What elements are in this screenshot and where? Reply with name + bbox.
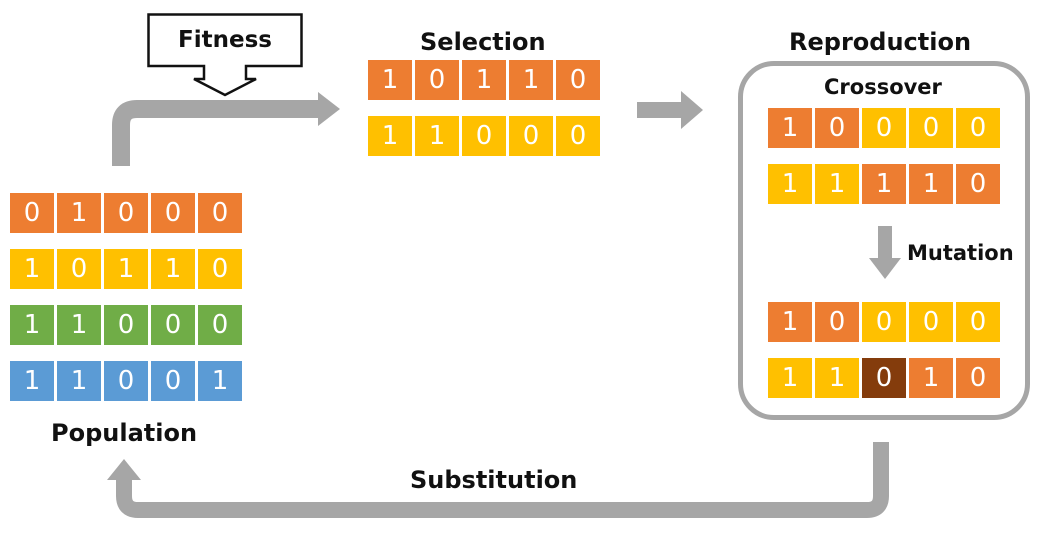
gene-cell: 1 <box>57 361 101 401</box>
reproduction-label: Reproduction <box>789 28 972 56</box>
gene-cell: 0 <box>956 302 1000 342</box>
gene-cell: 1 <box>815 358 859 398</box>
gene-cell: 1 <box>10 249 54 289</box>
gene-cell: 0 <box>862 302 906 342</box>
gene-cell: 1 <box>57 193 101 233</box>
population-label: Population <box>51 419 198 447</box>
gene-cell: 0 <box>151 305 195 345</box>
gene-cell: 1 <box>104 249 148 289</box>
gene-cell: 0 <box>815 108 859 148</box>
gene-cell: 1 <box>815 164 859 204</box>
gene-cell: 0 <box>556 60 600 100</box>
gene-cell: 0 <box>956 108 1000 148</box>
gene-cell: 0 <box>198 193 242 233</box>
gene-cell: 0 <box>815 302 859 342</box>
gene-cell: 0 <box>151 193 195 233</box>
gene-cell: 1 <box>368 60 412 100</box>
gene-cell: 1 <box>57 305 101 345</box>
gene-cell: 0 <box>909 108 953 148</box>
reproduction-panel <box>738 61 1030 420</box>
gene-cell: 0 <box>909 302 953 342</box>
gene-cell: 0 <box>198 305 242 345</box>
gene-cell: 0 <box>956 358 1000 398</box>
gene-cell: 0 <box>104 193 148 233</box>
gene-cell: 0 <box>956 164 1000 204</box>
gene-cell: 0 <box>415 60 459 100</box>
gene-cell: 1 <box>909 358 953 398</box>
gene-cell: 0 <box>556 116 600 156</box>
gene-cell: 1 <box>10 361 54 401</box>
crossover-label: Crossover <box>824 75 942 99</box>
gene-cell: 1 <box>862 164 906 204</box>
gene-cell: 1 <box>768 164 812 204</box>
gene-cell: 0 <box>198 249 242 289</box>
selection-label: Selection <box>420 28 546 56</box>
gene-cell: 0 <box>104 305 148 345</box>
fitness-callout-shape <box>147 13 303 97</box>
gene-cell: 0 <box>151 361 195 401</box>
gene-cell: 0 <box>10 193 54 233</box>
gene-cell: 1 <box>768 358 812 398</box>
mutation-label: Mutation <box>907 241 1014 265</box>
gene-cell: 1 <box>509 60 553 100</box>
gene-cell: 1 <box>151 249 195 289</box>
gene-cell: 1 <box>768 108 812 148</box>
gene-cell: 1 <box>415 116 459 156</box>
substitution-return-arrow <box>107 442 889 518</box>
gene-cell: 0 <box>462 116 506 156</box>
gene-cell: 1 <box>198 361 242 401</box>
gene-cell: 0 <box>57 249 101 289</box>
gene-cell: 0 <box>104 361 148 401</box>
gene-cell: 1 <box>462 60 506 100</box>
selection-to-reproduction-arrow <box>637 91 703 129</box>
fitness-label: Fitness <box>178 27 272 53</box>
gene-cell: 1 <box>10 305 54 345</box>
gene-cell: 0 <box>862 108 906 148</box>
gene-cell: 1 <box>768 302 812 342</box>
gene-cell: 1 <box>368 116 412 156</box>
crossover-to-mutation-arrow <box>869 226 901 279</box>
gene-cell: 1 <box>909 164 953 204</box>
gene-cell: 0 <box>862 358 906 398</box>
fitness-callout: Fitness <box>147 13 303 97</box>
gene-cell: 0 <box>509 116 553 156</box>
fitness-to-selection-arrow <box>112 92 340 166</box>
substitution-label: Substitution <box>410 466 578 494</box>
